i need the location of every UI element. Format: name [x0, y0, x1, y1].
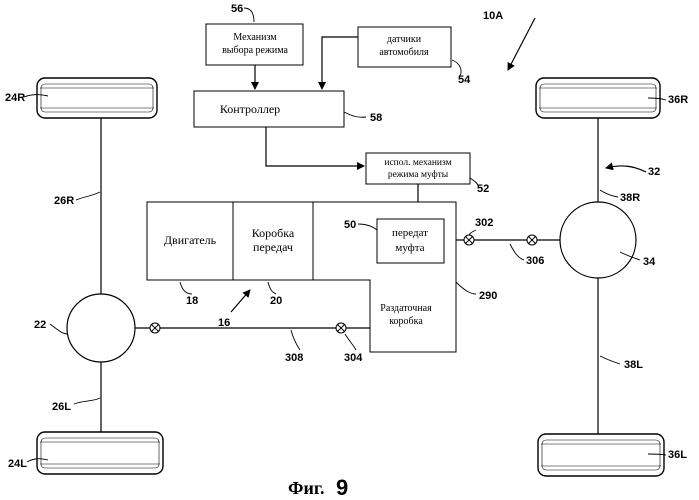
front-differential	[560, 202, 636, 278]
ref-26L: 26L	[52, 401, 71, 413]
transfer-clutch-line1: передат	[392, 227, 428, 239]
ref-10a: 10A	[483, 10, 503, 22]
ref-36L: 36L	[668, 449, 687, 461]
ref-32: 32	[648, 166, 660, 178]
clutch-actuator-box: испол. механизм режима муфты	[366, 153, 470, 184]
transfer-case-line2: коробка	[389, 316, 423, 327]
transmission-line1: Коробка	[252, 226, 295, 240]
wheel-24R	[37, 78, 157, 118]
figure-caption-prefix: Фиг.	[288, 478, 324, 498]
leader-304	[345, 334, 356, 350]
leader-302	[469, 230, 476, 235]
ref-24L: 24L	[8, 458, 27, 470]
ref-18: 18	[186, 295, 198, 307]
leader-308	[291, 330, 300, 350]
ref-22: 22	[34, 319, 46, 331]
wheel-36R	[536, 78, 660, 118]
controller-box: Контроллер	[194, 91, 344, 127]
transmission-line2: передач	[253, 240, 293, 254]
u-joint-rear-left	[150, 323, 160, 333]
clutch-actuator-line2: режима муфты	[388, 169, 449, 180]
arrow-16	[231, 290, 250, 312]
figure-caption-number: 9	[336, 475, 348, 500]
arrow-10a	[508, 18, 535, 70]
u-joint-front-right	[527, 235, 537, 245]
ref-306: 306	[526, 255, 544, 267]
transfer-clutch-box: передат муфта	[377, 219, 444, 263]
leader-38L	[600, 356, 620, 364]
ref-52: 52	[477, 183, 489, 195]
transmission-box: Коробка передач	[233, 202, 313, 280]
vehicle-sensors-line1: датчики	[387, 34, 422, 45]
ref-50: 50	[344, 219, 356, 231]
transfer-case-line1: Раздаточная	[380, 303, 432, 314]
leader-290	[456, 282, 476, 294]
ref-16: 16	[218, 317, 230, 329]
ref-20: 20	[270, 295, 282, 307]
mode-selector-line1: Механизм	[233, 32, 277, 43]
mode-selector-box: Механизм выбора режима	[206, 24, 303, 65]
ref-24R: 24R	[5, 92, 25, 104]
ref-38R: 38R	[620, 192, 640, 204]
wheel-24L	[37, 432, 163, 474]
vehicle-sensors-line2: автомобиля	[379, 47, 429, 58]
rear-differential	[67, 294, 135, 362]
ref-302: 302	[475, 217, 493, 229]
ref-36R: 36R	[668, 94, 688, 106]
arrow-controller-to-actuator	[266, 127, 364, 166]
engine-box: Двигатель	[147, 202, 233, 280]
vehicle-sensors-box: датчики автомобиля	[358, 27, 451, 67]
leader-26R	[76, 192, 100, 200]
ref-308: 308	[285, 352, 303, 364]
ref-26R: 26R	[54, 195, 74, 207]
transfer-clutch-line2: муфта	[395, 242, 424, 254]
ref-304: 304	[344, 352, 363, 364]
controller-label: Контроллер	[220, 102, 280, 116]
arrow-sensors-to-controller	[322, 37, 358, 89]
ref-38L: 38L	[624, 359, 643, 371]
leader-306	[510, 244, 524, 260]
leader-38R	[600, 190, 618, 197]
arrow-32	[606, 166, 646, 172]
leader-18	[180, 282, 192, 294]
u-joint-304	[336, 323, 346, 333]
leader-58	[344, 112, 366, 117]
leader-26L	[74, 398, 100, 404]
leader-56	[244, 8, 254, 22]
leader-22	[50, 324, 68, 334]
leader-20	[268, 282, 276, 294]
engine-label: Двигатель	[164, 233, 217, 247]
ref-58: 58	[370, 112, 382, 124]
ref-290: 290	[479, 290, 497, 302]
ref-34: 34	[643, 256, 656, 268]
clutch-actuator-line1: испол. механизм	[384, 158, 451, 168]
ref-56: 56	[231, 3, 243, 15]
mode-selector-line2: выбора режима	[222, 45, 288, 56]
u-joint-302	[464, 235, 474, 245]
wheel-36L	[538, 434, 664, 476]
